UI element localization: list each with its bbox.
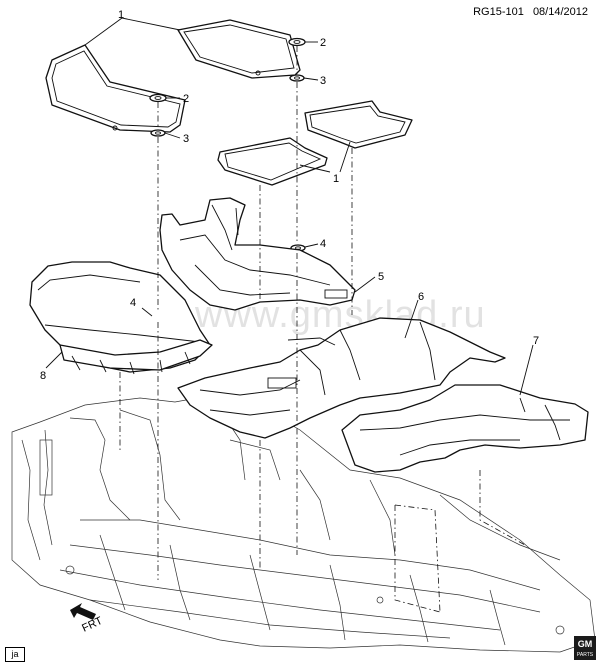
floor-mat-front-right [177,19,301,79]
gm-logo-sub: PARTS [576,652,594,658]
front-direction-arrow: FRT [70,603,105,635]
callout-3-left: 3 [183,133,189,145]
floor-mat-rear-left [217,137,328,186]
callout-3-right: 3 [320,75,326,87]
front-direction-label: FRT [80,615,105,635]
callout-2-right: 2 [320,37,326,49]
gm-logo: GM PARTS [574,636,596,660]
callout-6: 6 [418,291,424,303]
gm-logo-text: GM [577,639,593,649]
floor-mat-front-left [45,44,186,133]
diagram-date: 08/14/2012 [532,6,588,18]
floor-pan [11,391,596,653]
rear-insulator [341,384,589,473]
front-insulator [29,261,213,375]
diagram-code: ja [5,647,25,662]
front-carpet [159,197,356,311]
diagram-ref: RG15-101 [473,6,524,18]
callout-2-left: 2 [183,93,189,105]
callout-4-left: 4 [130,297,136,309]
callout-1-top: 1 [118,9,124,21]
rear-carpet [177,317,506,439]
callout-8: 8 [40,370,46,382]
floor-mat-rear-right [304,100,413,149]
callout-1-rear: 1 [333,173,339,185]
leader-lines [45,17,534,396]
diagram-header: RG15-101 08/14/2012 [467,6,588,18]
alignment-lines [119,46,526,613]
callouts: 1 2 3 2 3 1 4 5 6 4 7 8 [40,9,539,382]
callout-4-right: 4 [320,238,326,250]
callout-7: 7 [533,335,539,347]
callout-5: 5 [378,271,384,283]
